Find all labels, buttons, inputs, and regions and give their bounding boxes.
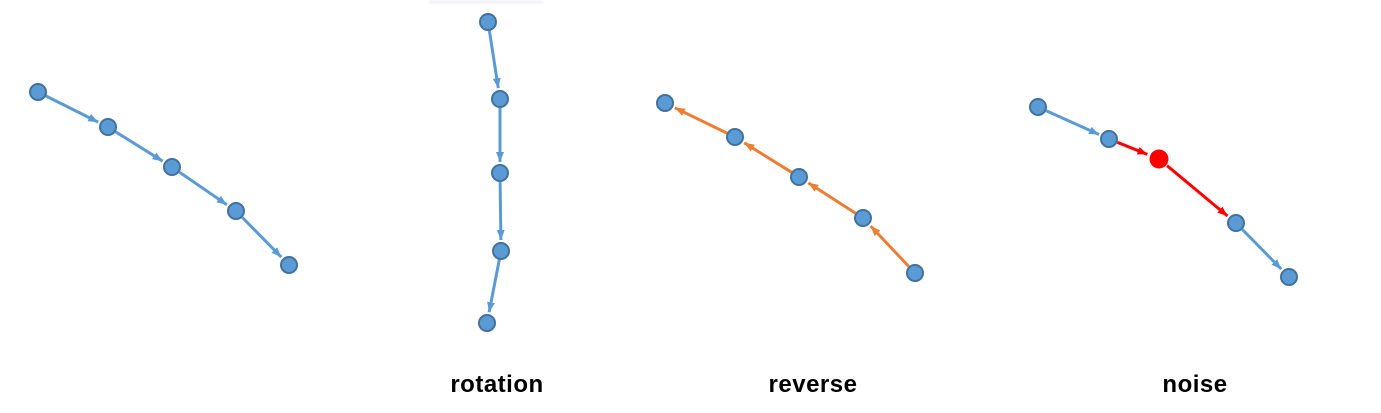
trajectory-arrow-blue [45, 94, 99, 124]
trajectory-point [479, 13, 497, 31]
panel-label-reverse: reverse [768, 371, 858, 398]
trajectory-arrow-red [1116, 140, 1148, 156]
trajectory-arrow-blue [496, 181, 505, 241]
trajectory-point [726, 128, 744, 146]
trajectory-point [1029, 98, 1047, 116]
trajectory-point [99, 118, 117, 136]
trajectory-arrow-orange [674, 106, 728, 135]
trajectory-arrow-orange [869, 224, 910, 268]
trajectory-arrow-blue [241, 216, 283, 259]
trajectory-point [790, 168, 808, 186]
trajectory-arrow-orange [807, 181, 857, 215]
panel-label-noise: noise [1162, 371, 1228, 398]
trajectory-point [280, 256, 298, 274]
trajectory-arrow-blue [114, 130, 164, 163]
trajectory-arrow-blue [487, 30, 501, 89]
panel-original [29, 83, 298, 274]
trajectory-arrow-blue [178, 170, 228, 207]
panel-rotation [478, 13, 510, 332]
panel-label-rotation: rotation [450, 371, 544, 398]
trajectory-point [163, 158, 181, 176]
trajectory-point [491, 164, 509, 182]
noise-point [1149, 149, 1169, 169]
trajectory-point [478, 314, 496, 332]
trajectory-point [227, 202, 245, 220]
trajectory-point [29, 83, 47, 101]
cropped-edge-artifact [429, 0, 543, 4]
panel-noise [1029, 98, 1298, 286]
trajectory-point [656, 94, 674, 112]
trajectory-arrow-blue [1045, 109, 1100, 136]
panel-reverse [656, 94, 924, 282]
trajectory-point [1100, 130, 1118, 148]
trajectory-point [1280, 268, 1298, 286]
trajectory-arrow-orange [743, 141, 793, 174]
trajectory-arrow-blue [1241, 228, 1283, 271]
trajectory-point [854, 209, 872, 227]
trajectory-point [906, 264, 924, 282]
trajectory-point [492, 242, 510, 260]
trajectory-arrow-blue [487, 259, 501, 313]
trajectory-point [491, 90, 509, 108]
trajectory-point [1227, 214, 1245, 232]
trajectory-arrow-red [1166, 164, 1229, 218]
